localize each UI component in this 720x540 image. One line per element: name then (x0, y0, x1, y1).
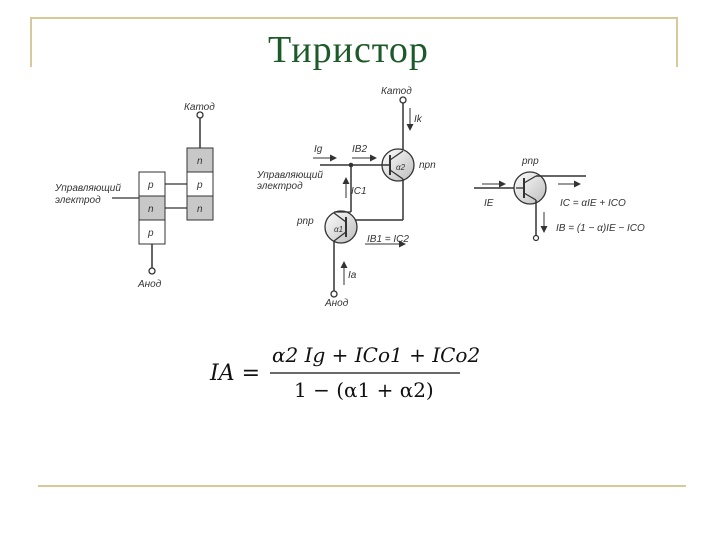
ia-label: Ia (348, 270, 357, 281)
gate-label-line2: электрод (55, 195, 101, 206)
pnp-current-relations: pnp IE IC = αIE + ICO IB = (1 − α)IE − I… (474, 156, 645, 242)
ig-label: Ig (314, 144, 323, 155)
layer-p-right (186, 171, 214, 197)
mid-cathode-terminal (399, 96, 407, 104)
frame-bottom-line (38, 485, 686, 487)
formula-denominator: 1 − (α1 + α2) (294, 378, 434, 402)
formula-lhs: IA = (209, 361, 260, 386)
slide-title: Тиристор (268, 29, 429, 71)
ic-equation: IC = αIE + ICO (560, 198, 626, 209)
frame-top-line (30, 17, 678, 19)
ib-equation: IB = (1 − α)IE − ICO (556, 223, 645, 234)
layer-label-l0: p (147, 180, 154, 191)
layer-n-left (138, 195, 166, 221)
ie-label: IE (484, 198, 494, 209)
ic1-label: IC1 (351, 186, 367, 197)
ib1-label: IB1 = IC2 (367, 234, 409, 245)
pnp-transistor-symbol (324, 210, 358, 244)
frame-left-line (30, 17, 32, 67)
cathode-label: Катод (184, 102, 215, 113)
mid-cathode-label: Катод (381, 86, 412, 97)
layer-label-r2: n (197, 204, 203, 215)
layer-label-l1: n (148, 204, 154, 215)
right-pnp-symbol (513, 171, 547, 205)
gate-label-line1: Управляющий (54, 183, 121, 194)
ik-label: Ik (414, 114, 423, 125)
pnp-label: pnp (296, 216, 314, 227)
layer-label-r1: p (196, 180, 203, 191)
formula-numerator: α2 Ig + ICo1 + ICo2 (272, 343, 480, 367)
anode-label: Анод (137, 279, 162, 290)
layer-p-bottom (138, 219, 166, 245)
layer-label-l2: p (147, 228, 154, 239)
alpha1-label: α1 (334, 225, 343, 234)
ib2-label: IB2 (352, 144, 367, 155)
alpha2-label: α2 (396, 163, 406, 172)
two-transistor-model: Катод Ik α2 npn Ig IB2 Управляющий элект… (256, 86, 436, 309)
mid-anode-label: Анод (324, 298, 349, 309)
anode-current-formula: IA = α2 Ig + ICo1 + ICo2 1 − (α1 + α2) (209, 343, 480, 402)
layer-label-r0: n (197, 156, 203, 167)
npn-label: npn (419, 160, 436, 171)
anode-terminal (148, 267, 156, 275)
right-pnp-label: pnp (521, 156, 539, 167)
four-layer-structure: Катод n p n p n p Управляющий электрод (54, 102, 215, 290)
mid-gate-label-line2: электрод (257, 181, 303, 192)
cathode-terminal (196, 111, 204, 119)
mid-anode-terminal (330, 290, 338, 298)
mid-gate-label-line1: Управляющий (256, 170, 323, 181)
frame-right-line (676, 17, 678, 67)
